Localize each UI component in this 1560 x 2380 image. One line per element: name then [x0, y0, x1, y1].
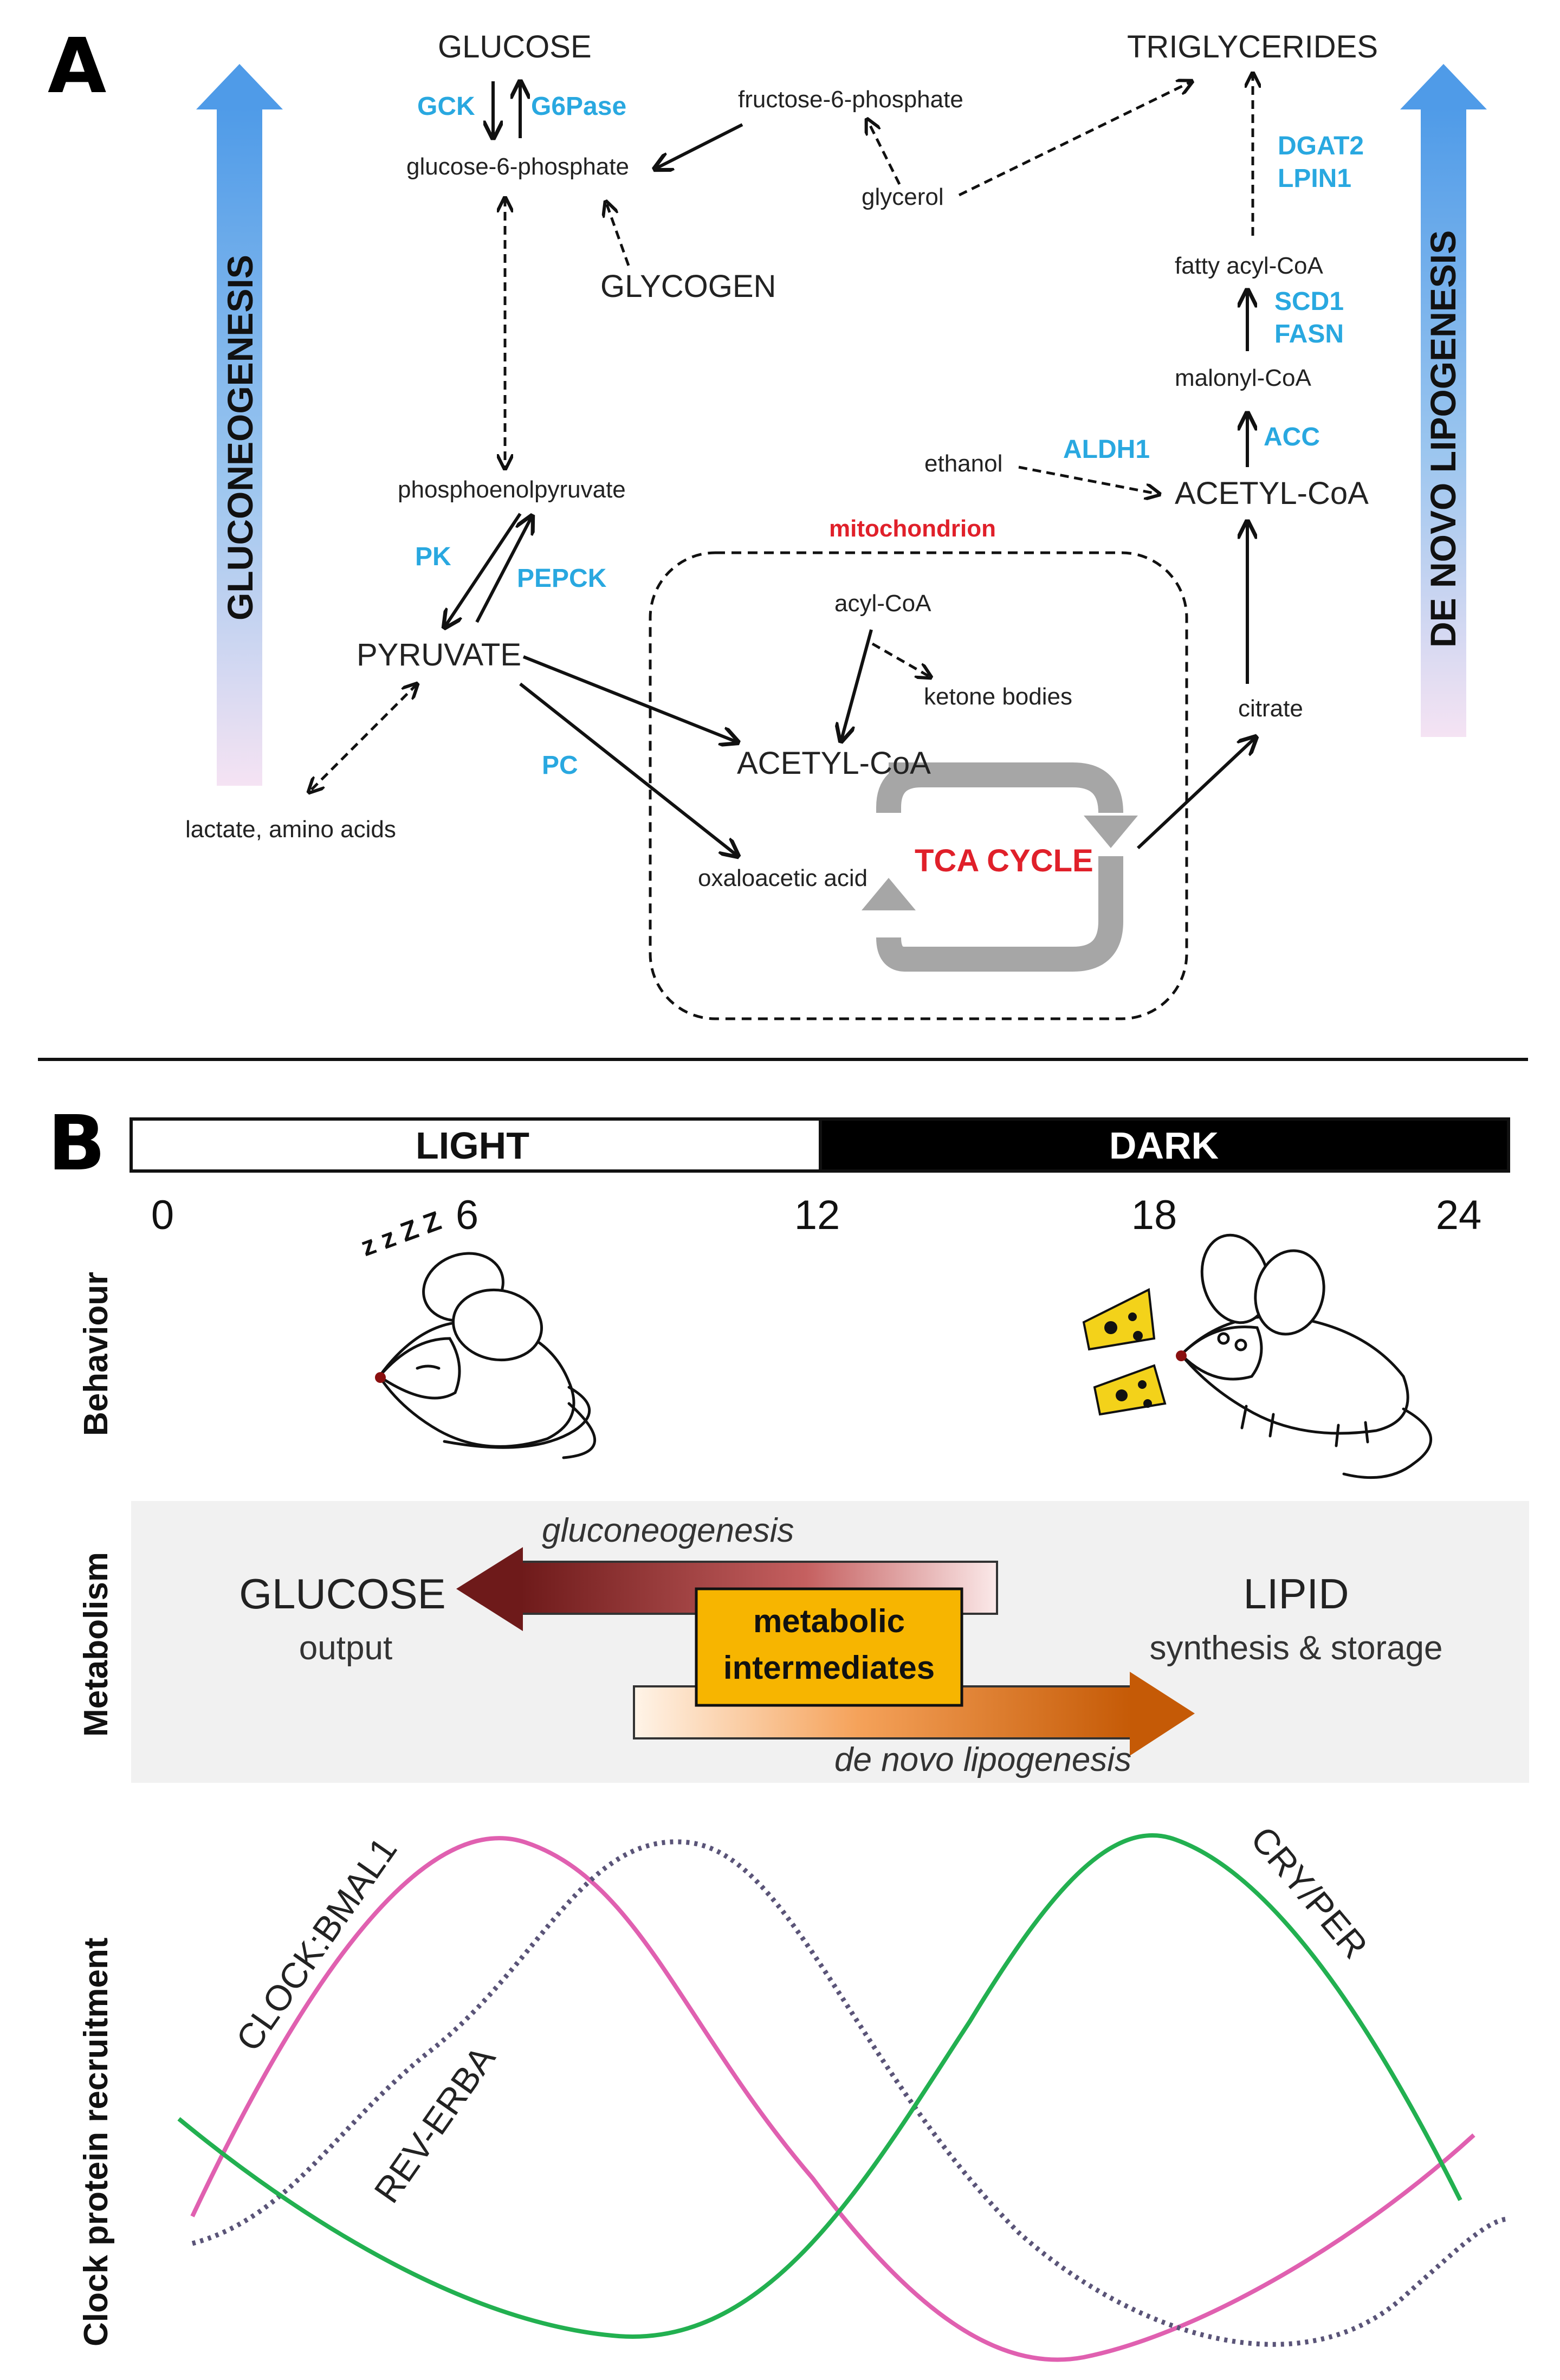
g6pase-enzyme: G6Pase [531, 92, 626, 121]
scd1-enzyme: SCD1 [1274, 287, 1344, 316]
ketone-bodies-node: ketone bodies [924, 683, 1072, 710]
lpin1-enzyme: LPIN1 [1278, 164, 1351, 193]
acylcoa-to-acetyl-arrow [841, 629, 873, 741]
sleeping-mouse-icon [377, 1252, 597, 1459]
ethanol-to-acetyl-arrow [1018, 465, 1160, 494]
fructose-6-phosphate-node: fructose-6-phosphate [738, 86, 963, 113]
lipogenesis-italic: de novo lipogenesis [834, 1741, 1131, 1778]
pc-enzyme: PC [542, 751, 578, 780]
cheese-icon [1082, 1288, 1156, 1351]
metabolism-row-label: Metabolism [77, 1552, 115, 1737]
hour-18: 18 [1131, 1192, 1177, 1238]
clock-row-label: Clock protein recruitment [77, 1938, 115, 2346]
ethanol-node: ethanol [924, 450, 1002, 477]
behaviour-row-label: Behaviour [77, 1272, 115, 1436]
pyruvate-to-oaa-arrow [519, 682, 738, 856]
acc-enzyme: ACC [1264, 423, 1320, 451]
fatty-acyl-coa-node: fatty acyl-CoA [1175, 253, 1324, 279]
phosphoenolpyruvate-node: phosphoenolpyruvate [398, 476, 626, 503]
pk-enzyme: PK [415, 542, 451, 571]
panel-a-label: A [48, 22, 106, 111]
lactate-amino-acids-node: lactate, amino acids [185, 816, 396, 843]
metabolic-intermediates-box [695, 1587, 963, 1707]
light-bar [130, 1117, 822, 1173]
lipogenesis-arrow [1400, 64, 1487, 737]
glycogen-to-g6p-arrow [606, 202, 630, 266]
metab-synthesis-label: synthesis & storage [1149, 1629, 1442, 1667]
glucose-6-phosphate-node: glucose-6-phosphate [406, 153, 629, 180]
acylcoa-to-ketone-arrow [871, 642, 931, 677]
gck-enzyme: GCK [417, 92, 475, 121]
lipogenesis-arrowhead [1130, 1672, 1195, 1756]
panel-b-label: B [48, 1100, 106, 1188]
de-novo-lipogenesis-label: DE NOVO LIPOGENESIS [1423, 230, 1463, 648]
f6p-to-g6p-arrow [655, 123, 743, 169]
intermediates-line-1: metabolic [753, 1603, 905, 1639]
metab-lipid-label: LIPID [1243, 1570, 1349, 1618]
glucose-node: GLUCOSE [438, 29, 592, 64]
gluconeogenesis-arrowhead [456, 1547, 523, 1631]
sleeping-mouse-nose [375, 1372, 386, 1383]
intermediates-line-2: intermediates [723, 1650, 935, 1686]
cry-per-curve [177, 1833, 1462, 2339]
light-label: LIGHT [416, 1124, 529, 1167]
glycerol-to-f6p-arrow [867, 119, 901, 185]
cry-per-label: CRY/PER [1243, 1819, 1376, 1965]
tca-cycle-label: TCA CYCLE [915, 843, 1093, 878]
tca-cycle-loop [862, 762, 1138, 972]
rev-erba-curve [191, 1839, 1507, 2347]
hour-24: 24 [1436, 1192, 1482, 1238]
acetyl-coa-mito-node: ACETYL-CoA [737, 746, 931, 781]
gluconeogenesis-arrow [196, 64, 283, 786]
clock-bmal1-curve [190, 1836, 1475, 2362]
gluconeogenesis-label: GLUCONEOGENESIS [220, 255, 260, 620]
clock-bmal1-label: CLOCK:BMAL1 [228, 1830, 405, 2058]
hour-0: 0 [151, 1192, 174, 1238]
pepck-arrow [475, 516, 532, 623]
pyruvate-node: PYRUVATE [357, 637, 521, 672]
pk-arrow [444, 513, 522, 628]
lactate-pyruvate-arrow [309, 684, 417, 792]
acetyl-coa-cytosol-node: ACETYL-CoA [1175, 476, 1369, 511]
mitochondrion-outline [649, 551, 1188, 1020]
metab-glucose-label: GLUCOSE [239, 1570, 445, 1618]
glycerol-node: glycerol [862, 184, 944, 210]
oxaloacetic-acid-node: oxaloacetic acid [698, 865, 868, 891]
awake-mouse-nose [1176, 1350, 1187, 1361]
gluconeogenesis-italic: gluconeogenesis [542, 1512, 794, 1549]
hour-12: 12 [794, 1192, 840, 1238]
dark-label: DARK [1109, 1124, 1219, 1167]
pyruvate-to-acetyl-arrow [522, 655, 738, 742]
citrate-node: citrate [1238, 695, 1303, 722]
pepck-enzyme: PEPCK [517, 564, 607, 593]
fasn-enzyme: FASN [1274, 320, 1344, 348]
glycogen-node: GLYCOGEN [600, 269, 776, 304]
zzz-icon: z z Z Z [357, 1205, 445, 1262]
acyl-coa-node: acyl-CoA [834, 590, 931, 617]
glycerol-to-triglycerides-arrow [958, 81, 1192, 197]
metab-output-label: output [299, 1629, 392, 1667]
aldh1-enzyme: ALDH1 [1063, 435, 1150, 464]
awake-mouse-icon [1179, 1233, 1433, 1479]
cheese-icon-2 [1093, 1364, 1167, 1416]
dgat2-enzyme: DGAT2 [1278, 132, 1364, 160]
tca-to-citrate-arrow [1136, 737, 1256, 850]
malonyl-coa-node: malonyl-CoA [1175, 365, 1312, 391]
triglycerides-node: TRIGLYCERIDES [1127, 29, 1378, 64]
hour-6: 6 [456, 1192, 478, 1238]
dark-bar [819, 1117, 1510, 1173]
rev-erba-label: REV-ERBA [366, 2039, 503, 2210]
mitochondrion-label: mitochondrion [829, 515, 996, 542]
